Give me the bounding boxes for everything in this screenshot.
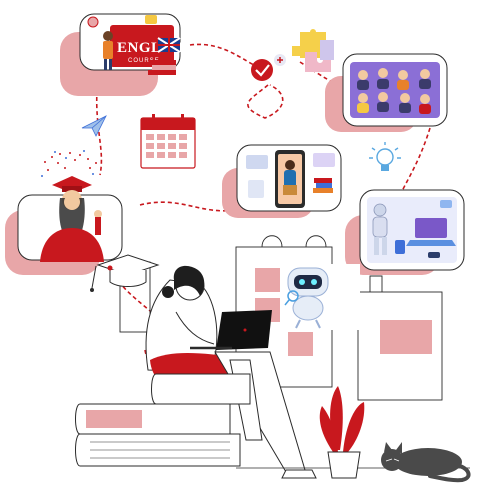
calendar-icon (140, 114, 196, 169)
ai-robot-card (345, 189, 465, 275)
video-meeting-card (325, 53, 448, 132)
puzzle-pieces-icon (292, 29, 334, 72)
dashed-connector-path (95, 43, 431, 384)
check-badge-icon (251, 54, 286, 81)
paper-plane-icon (81, 115, 107, 137)
robot-mascot (282, 264, 360, 330)
video-call-card (222, 144, 342, 218)
cat-icon (381, 442, 471, 483)
lightbulb-icon (369, 142, 401, 171)
english-course-card: ENGLISH COURSE (60, 13, 188, 96)
potted-plant (319, 386, 365, 479)
book-stack (75, 373, 251, 467)
english-card-subtitle: COURSE (128, 58, 160, 64)
confetti (44, 152, 97, 171)
graduation-cap-icon (90, 254, 160, 292)
robot-figure (372, 203, 388, 255)
graduate-card (5, 150, 123, 275)
